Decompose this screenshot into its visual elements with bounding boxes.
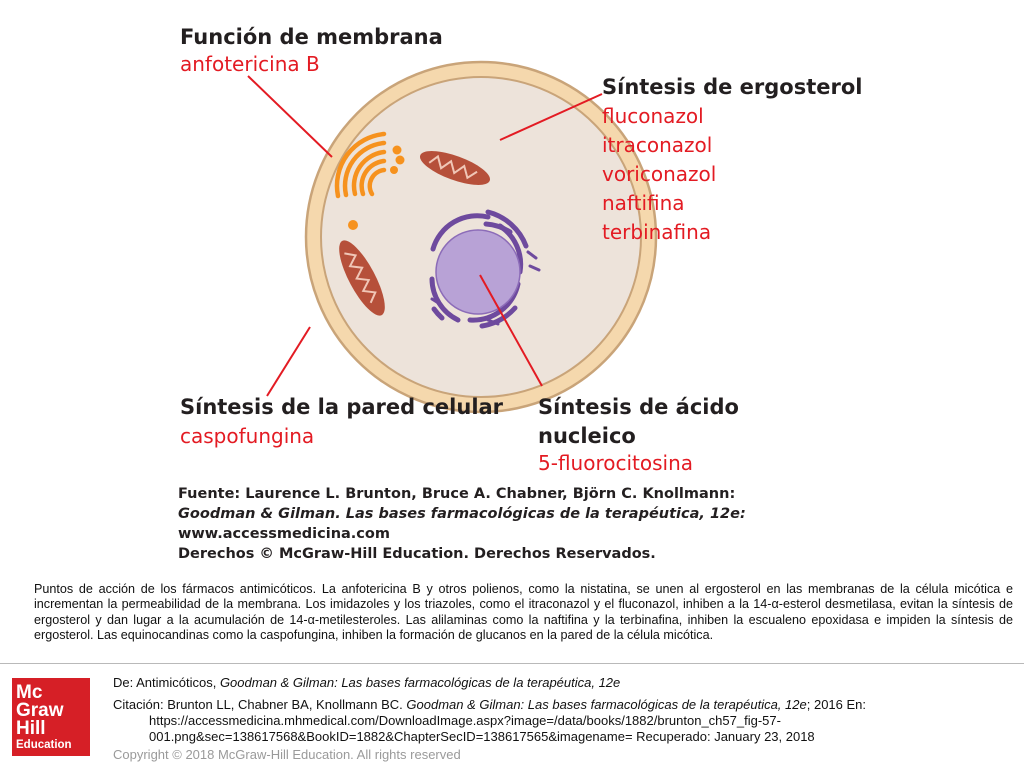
figure-source: Fuente: Laurence L. Brunton, Bruce A. Ch… <box>178 484 746 564</box>
naftifine-label: naftifina <box>602 191 685 215</box>
mitochondrion <box>419 151 491 185</box>
mitochondrion <box>339 240 385 316</box>
nucleic-acid-synthesis-title-line2: nucleico <box>538 424 636 448</box>
citation-line: Citación: Brunton LL, Chabner BA, Knollm… <box>113 697 867 712</box>
fungal-cell-figure: Función de membrana anfotericina B Sínte… <box>170 14 862 564</box>
from-line: De: Antimicóticos, Goodman & Gilman: Las… <box>113 675 621 690</box>
caspofungin-label: caspofungina <box>180 424 315 448</box>
voriconazole-label: voriconazol <box>602 162 717 186</box>
fluconazole-label: fluconazol <box>602 104 704 128</box>
amphotericin-label: anfotericina B <box>180 52 320 76</box>
cell-diagram <box>247 60 658 414</box>
pointer-lines <box>247 75 603 397</box>
nucleic-acid-synthesis-title-line1: Síntesis de ácido <box>538 395 739 419</box>
flucytosine-label: 5-fluorocitosina <box>538 451 694 475</box>
mcgraw-hill-logo: Mc Graw Hill Education <box>12 678 90 756</box>
ergosterol-synthesis-title: Síntesis de ergosterol <box>602 75 863 99</box>
er-fragments <box>430 250 541 326</box>
copyright-notice: Copyright © 2018 McGraw-Hill Education. … <box>113 747 461 762</box>
citation-url-line1: https://accessmedicina.mhmedical.com/Dow… <box>149 713 781 728</box>
golgi-vesicles <box>348 145 405 230</box>
golgi-apparatus <box>334 131 387 199</box>
source-line-4: Derechos © McGraw-Hill Education. Derech… <box>178 546 656 562</box>
footer-divider <box>0 663 1024 664</box>
figure-caption: Puntos de acción de los fármacos antimic… <box>34 582 1013 643</box>
source-line-2: Goodman & Gilman. Las bases farmacológic… <box>178 506 746 522</box>
citation-url-line2: 001.png&sec=138617568&BookID=1882&Chapte… <box>149 729 815 744</box>
source-line-1: Fuente: Laurence L. Brunton, Bruce A. Ch… <box>178 486 736 502</box>
nucleus <box>435 229 521 315</box>
membrane-function-title: Función de membrana <box>180 25 443 49</box>
terbinafine-label: terbinafina <box>602 220 712 244</box>
source-line-3: www.accessmedicina.com <box>178 526 390 542</box>
itraconazole-label: itraconazol <box>602 133 713 157</box>
cell-wall-synthesis-title: Síntesis de la pared celular <box>180 395 504 419</box>
